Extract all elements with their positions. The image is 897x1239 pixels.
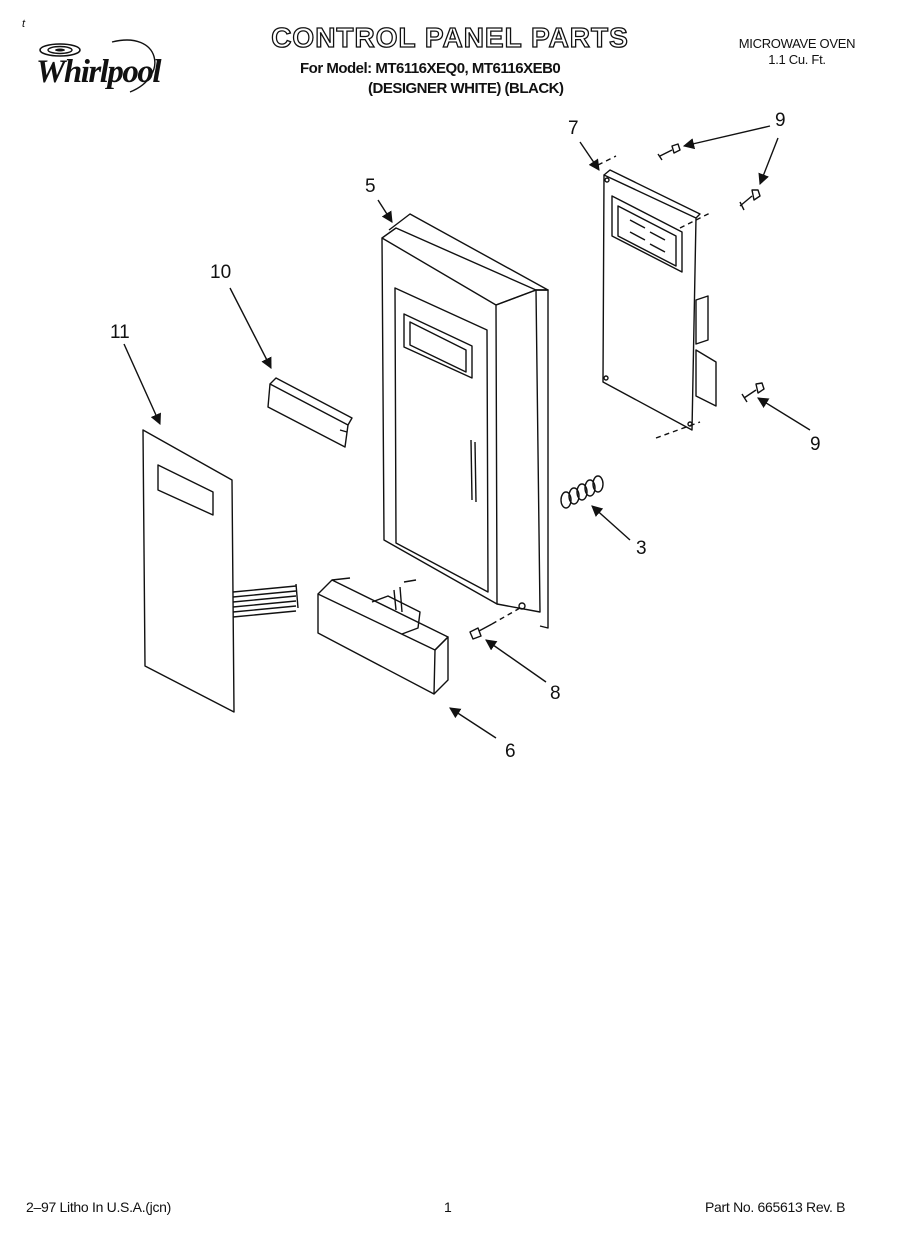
callout-10: 10 [210,262,232,283]
leader-3 [591,505,631,541]
page-title: CONTROL PANEL PARTS [271,21,629,53]
leader-11 [123,343,161,426]
leader-9-top [682,125,771,150]
model-line: For Model: MT6116XEQ0, MT6116XEB0 [300,60,561,77]
whirlpool-swirl-icon [39,39,156,93]
leader-5 [377,199,393,223]
mount-line [655,421,701,439]
leader-8 [485,639,547,683]
whirlpool-logo [20,36,190,96]
leader-9-bottom [757,397,811,431]
leader-7 [579,141,600,171]
part-11-keypad-overlay [142,429,299,713]
callout-9-bottom: 9 [810,434,821,455]
part-9-screw-right [739,189,761,211]
leader-9-right [758,137,779,186]
mount-line [597,155,617,166]
brand-wordmark: Whirlpool [36,54,162,90]
callout-9-top: 9 [775,110,786,131]
part-3-spring [560,475,604,509]
part-number: Part No. 665613 Rev. B [705,1199,846,1215]
part-10-display-window [267,377,353,448]
callout-7: 7 [568,118,579,139]
mount-line [679,211,713,229]
callout-5: 5 [365,176,376,197]
part-9-screw-bottom [741,382,765,403]
callout-8: 8 [550,683,561,704]
part-9-screw-top [657,143,681,161]
part-5-control-panel-frame [381,213,549,629]
product-info: MICROWAVE OVEN 1.1 Cu. Ft. [712,36,882,68]
leader-10 [229,287,272,369]
leader-6 [449,707,497,739]
litho-note: 2–97 Litho In U.S.A.(jcn) [26,1199,172,1215]
part-8-screw [469,607,521,640]
margin-mark: t [22,18,26,30]
variant-line: (DESIGNER WHITE) (BLACK) [368,80,564,97]
product-type: MICROWAVE OVEN [738,36,856,51]
capacity: 1.1 Cu. Ft. [768,52,826,67]
page-number: 1 [444,1199,452,1215]
part-6-door-release-button [317,577,449,695]
part-7-electronic-control-board [602,169,717,431]
callout-3: 3 [636,538,647,559]
callout-6: 6 [505,741,516,762]
callout-11: 11 [110,322,130,343]
